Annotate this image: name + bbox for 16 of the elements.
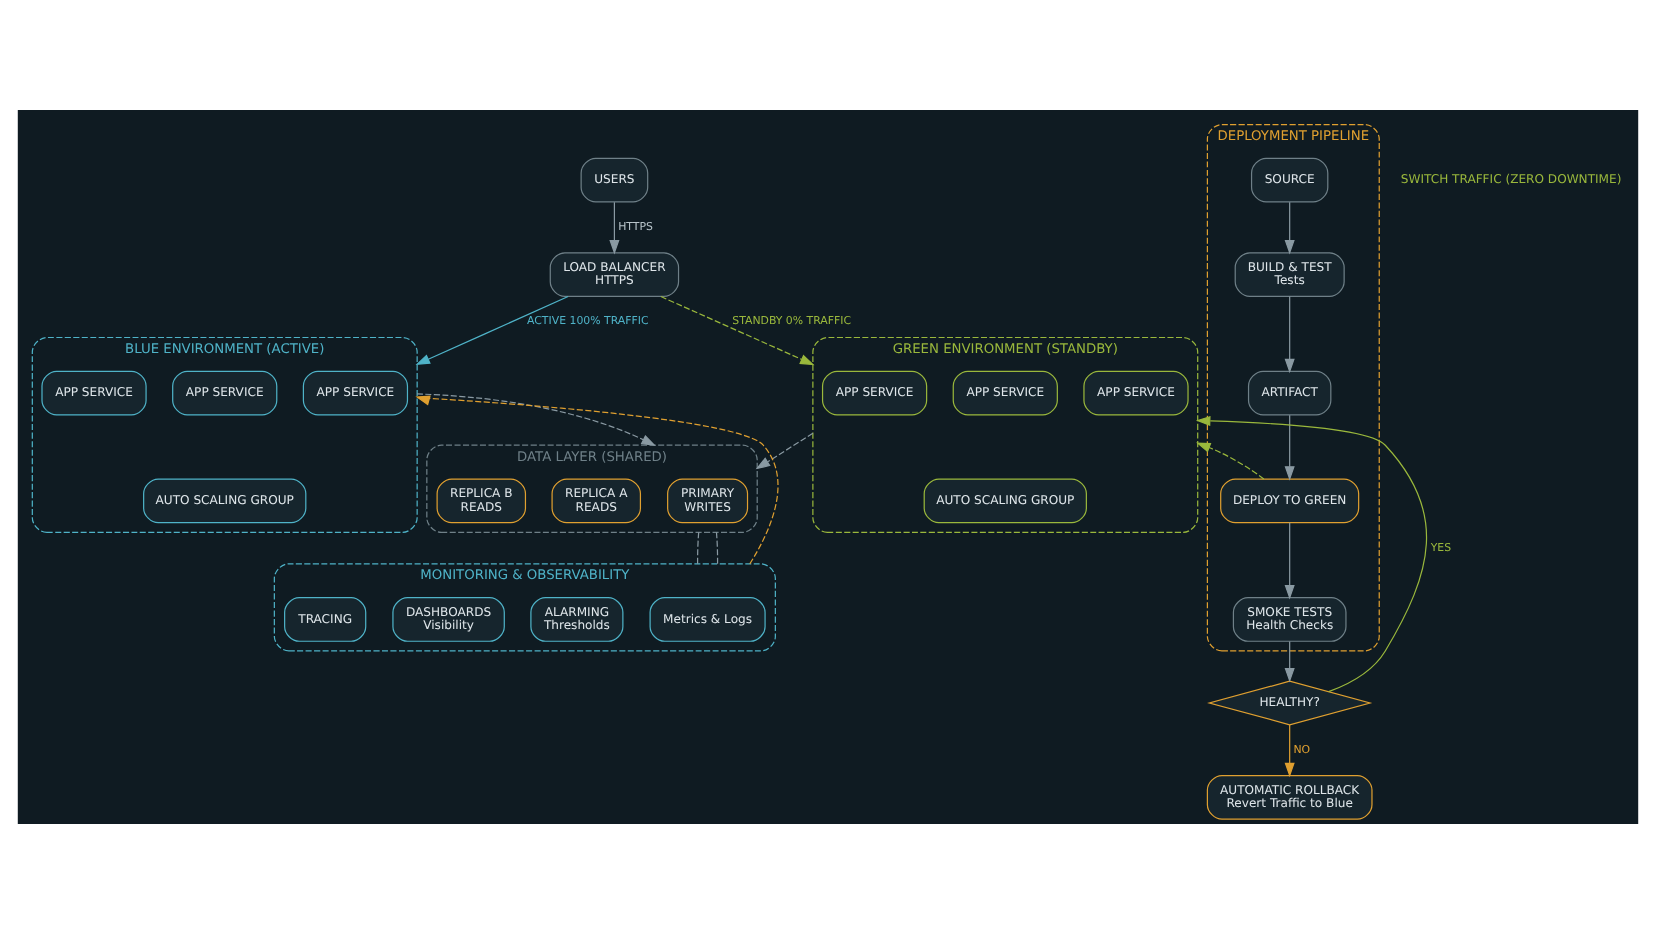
arrow	[415, 394, 779, 564]
arrow	[1195, 414, 1427, 692]
arrow	[1196, 441, 1265, 479]
arrow	[1284, 413, 1295, 480]
connector	[715, 530, 719, 564]
arrow	[1284, 294, 1295, 373]
connector	[697, 530, 700, 564]
arrow	[609, 200, 620, 254]
arrow	[415, 294, 569, 365]
arrow	[1284, 521, 1295, 599]
arrow	[1284, 723, 1295, 777]
arrow	[1284, 639, 1295, 682]
arrow	[1284, 200, 1295, 254]
arrow	[755, 431, 814, 469]
arrow	[416, 392, 656, 446]
arrow	[660, 294, 815, 365]
